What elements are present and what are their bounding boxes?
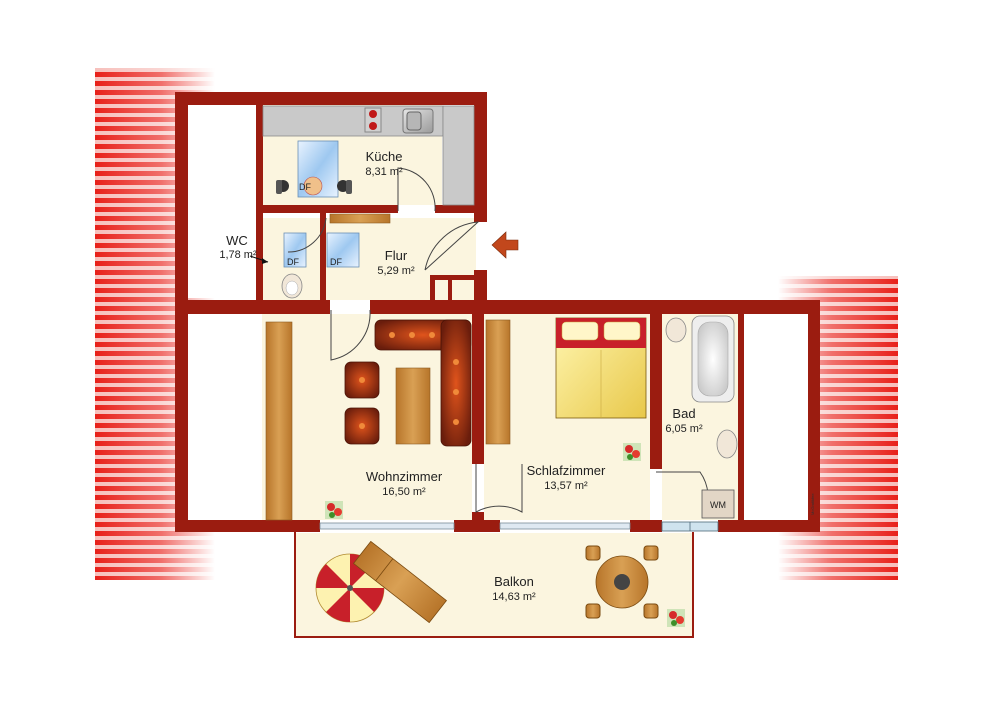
entrance-arrow-icon	[491, 231, 519, 259]
room-name-wc: WC	[226, 233, 248, 248]
room-area-wc: 1,78 m²	[219, 249, 257, 261]
room-area-wohnzimmer: 16,50 m²	[382, 486, 426, 498]
balcony-table	[585, 545, 659, 619]
toilet	[281, 273, 303, 299]
room-name-bad: Bad	[672, 406, 695, 421]
kitchen-counter	[262, 105, 475, 206]
room-name-kueche: Küche	[366, 149, 403, 164]
plants	[325, 443, 685, 627]
bed	[555, 317, 647, 419]
room-name-balkon: Balkon	[494, 574, 534, 589]
room-area-schlafzimmer: 13,57 m²	[544, 480, 588, 492]
room-name-schlafzimmer: Schlafzimmer	[527, 463, 606, 478]
wood-boards	[265, 213, 511, 521]
skylight-label-flur: DF	[330, 257, 342, 267]
washing-machine	[701, 489, 735, 519]
kitchen-table	[276, 140, 352, 198]
washing-machine-label: WM	[710, 500, 726, 510]
room-area-balkon: 14,63 m²	[492, 591, 536, 603]
armchairs	[344, 361, 380, 445]
room-name-flur: Flur	[385, 248, 408, 263]
skylight-label-kitchen: DF	[299, 182, 311, 192]
credit-text: McGrafikfee	[810, 493, 815, 515]
sofa	[374, 319, 472, 447]
shower	[665, 317, 687, 343]
walls	[175, 92, 820, 638]
room-area-flur: 5,29 m²	[377, 265, 415, 277]
room-area-bad: 6,05 m²	[665, 423, 703, 435]
bathtub	[691, 315, 735, 403]
windows	[319, 521, 719, 532]
skylight-label-wc: DF	[287, 257, 299, 267]
sink	[716, 429, 738, 459]
room-name-wohnzimmer: Wohnzimmer	[366, 469, 443, 484]
skylights	[283, 232, 360, 268]
sun-lounger	[352, 540, 448, 624]
room-area-kueche: 8,31 m²	[365, 166, 403, 178]
wc-pointer-arrowhead	[262, 258, 268, 264]
